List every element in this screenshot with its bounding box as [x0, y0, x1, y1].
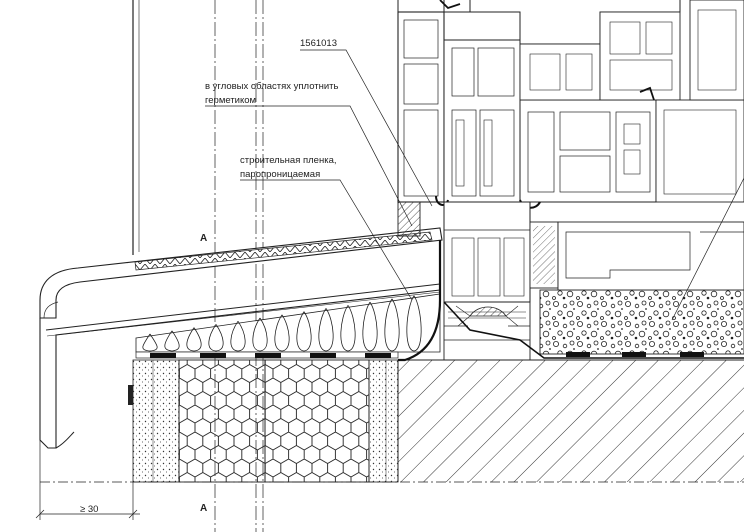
sealant-note-line2: герметиком — [205, 95, 256, 106]
interior-screed — [539, 221, 744, 357]
concrete-base — [397, 359, 744, 482]
film-note-line2: паропроницаемая — [240, 169, 320, 180]
insulation-drop — [340, 305, 356, 352]
dimension-label: ≥ 30 — [80, 504, 98, 515]
insulation-drop — [384, 298, 400, 352]
insulation-drop — [296, 311, 312, 352]
inner-foil — [443, 301, 744, 359]
wall-core — [128, 359, 399, 483]
wall-outline — [132, 0, 140, 255]
part-number-label: 1561013 — [300, 38, 337, 49]
insulation-drop — [252, 317, 268, 352]
insulation-drop — [406, 295, 422, 352]
insulation-drop — [318, 308, 334, 352]
insulation-drop — [186, 327, 202, 352]
insulation-drop — [208, 324, 224, 352]
section-marker-top: A — [200, 233, 207, 244]
sealant-block — [397, 201, 421, 237]
leader-lines — [205, 49, 744, 321]
insulation-drop — [362, 301, 378, 352]
external-sill — [39, 227, 443, 449]
dimension-line — [35, 440, 140, 520]
inner-insulation-strip — [529, 221, 559, 289]
insulation-drop — [274, 314, 290, 352]
frame-base-profile — [443, 201, 531, 361]
insulation-drop — [142, 333, 158, 352]
insulation-drop — [164, 330, 180, 352]
insulation-drop — [230, 320, 246, 352]
vapour-film — [398, 240, 442, 362]
sealant-note-line1: в угловых областях уплотнить — [205, 81, 339, 92]
sill-insulation — [135, 293, 441, 359]
film-note-line1: строительная пленка, — [240, 155, 337, 166]
section-marker-bottom: A — [200, 503, 207, 514]
window-frame-profile — [397, 0, 744, 209]
